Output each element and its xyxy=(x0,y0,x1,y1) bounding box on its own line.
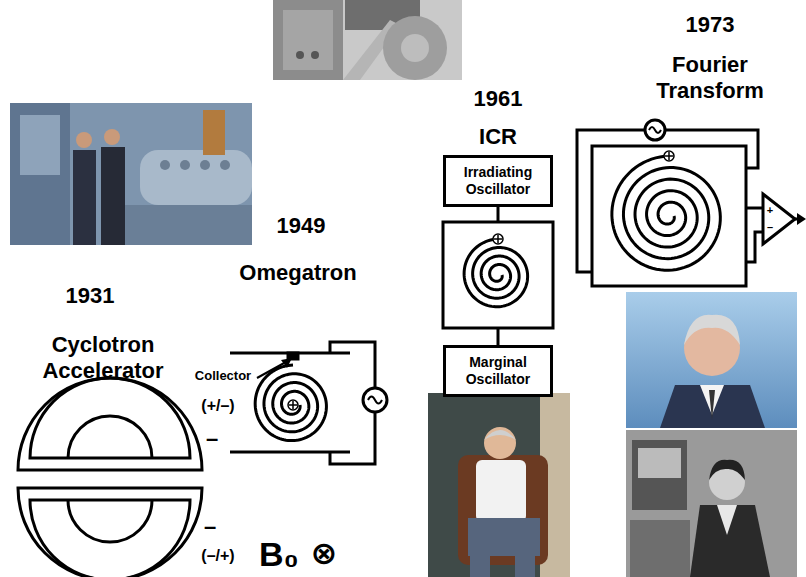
icr-cell xyxy=(443,222,553,328)
text-label: ICR xyxy=(463,124,533,150)
portrait-photo xyxy=(626,430,797,577)
year-label: 1949 xyxy=(266,213,336,239)
ft-icr-cell xyxy=(577,120,806,286)
cyclotron-photo xyxy=(10,103,252,245)
year-label: 1973 xyxy=(675,12,745,38)
ion-symbol xyxy=(493,234,503,244)
portrait-photo xyxy=(626,292,797,428)
year-label: 1931 xyxy=(55,283,125,309)
text-label: Cyclotron Accelerator xyxy=(28,332,178,385)
ion-spiral xyxy=(464,239,528,307)
omegatron-cell xyxy=(230,342,387,464)
cyclotron-dees xyxy=(18,378,202,577)
text-label: Fourier Transform xyxy=(640,52,780,105)
ion-symbol xyxy=(664,151,674,161)
symbol-label: – xyxy=(202,514,218,540)
text-label: (–/+) xyxy=(193,546,243,565)
symbol-label: – xyxy=(765,221,775,233)
text-label: (+/–) xyxy=(193,396,243,415)
wire xyxy=(498,207,499,345)
ion-spiral xyxy=(612,156,720,270)
oscillator-box: Marginal Oscillator xyxy=(443,345,553,397)
portrait-photo xyxy=(428,393,570,577)
text-label: Collector xyxy=(188,368,258,384)
year-label: 1961 xyxy=(463,86,533,112)
ion-spiral xyxy=(255,365,326,441)
ion-symbol xyxy=(288,400,298,410)
text-label: Omegatron xyxy=(228,260,368,286)
box-label: Irradiating Oscillator xyxy=(450,164,546,198)
wire xyxy=(497,328,500,345)
symbol-label: ⊗ xyxy=(304,537,344,569)
symbol-label: – xyxy=(204,426,220,452)
oscillator-box: Irradiating Oscillator xyxy=(443,155,553,207)
symbol-label: + xyxy=(765,204,775,216)
box-label: Marginal Oscillator xyxy=(450,354,546,388)
symbol-label: B₀ xyxy=(254,537,304,571)
wire xyxy=(497,207,500,222)
omegatron-photo xyxy=(273,0,462,80)
